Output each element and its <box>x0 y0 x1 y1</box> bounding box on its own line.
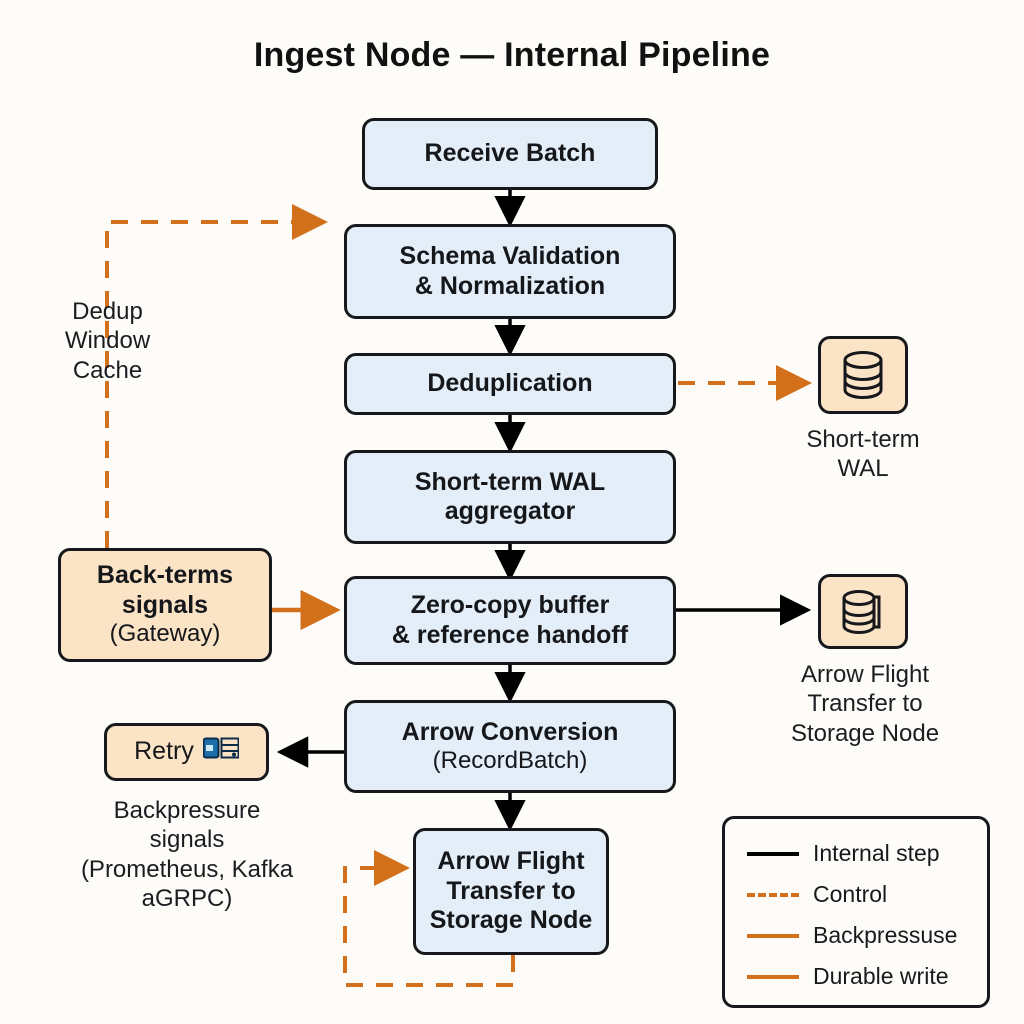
legend-label: Control <box>813 881 888 907</box>
database-stack-icon <box>842 589 881 634</box>
node-label: Schema Validation <box>399 242 621 270</box>
node-arrow-conversion[interactable]: Arrow Conversion (RecordBatch) <box>344 700 676 793</box>
legend-swatch-solid-black <box>747 851 799 856</box>
node-sublabel: (RecordBatch) <box>432 747 588 775</box>
edge-flight-retry-loop <box>343 850 515 987</box>
card-list-icon <box>202 737 240 767</box>
node-arrow-flight-transfer[interactable]: Arrow Flight Transfer to Storage Node <box>413 828 609 955</box>
node-label: Back-terms <box>96 561 234 590</box>
legend-swatch-dashed-orange <box>747 892 799 897</box>
node-sublabel: aggregator <box>444 497 576 525</box>
store-short-term-wal[interactable] <box>818 336 908 414</box>
node-label: Receive Batch <box>424 139 596 168</box>
legend-item-backpressure: Backpressuse <box>747 915 987 956</box>
node-back-terms-signals[interactable]: Back-terms signals (Gateway) <box>58 548 272 662</box>
node-label-2: signals <box>121 590 209 619</box>
caption-arrow-flight-storage: Arrow Flight Transfer to Storage Node <box>762 660 968 748</box>
node-receive-batch[interactable]: Receive Batch <box>362 118 658 190</box>
caption-line: Storage Node <box>790 719 940 747</box>
legend-swatch-solid-orange <box>747 933 799 938</box>
node-label: Arrow Conversion <box>401 717 619 746</box>
legend: Internal step Control Backpressuse Durab… <box>722 816 990 1008</box>
caption-line: (Prometheus, Kafka <box>80 855 294 883</box>
caption-line: signals <box>149 826 225 854</box>
node-schema-validation[interactable]: Schema Validation & Normalization <box>344 224 676 319</box>
node-sublabel: & Normalization <box>414 271 606 300</box>
legend-label: Durable write <box>813 963 949 989</box>
caption-line: Short-term <box>806 426 920 453</box>
caption-line: Cache <box>72 356 143 384</box>
legend-label: Internal step <box>813 840 940 866</box>
node-wal-aggregator[interactable]: Short-term WAL aggregator <box>344 450 676 544</box>
caption-line: Window <box>64 327 151 355</box>
store-arrow-flight-storage[interactable] <box>818 574 908 649</box>
caption-line: Transfer to <box>807 690 923 718</box>
caption-backpressure-signals: Backpressure signals (Prometheus, Kafka … <box>58 796 316 913</box>
node-label: Deduplication <box>427 369 593 398</box>
retry-label: Retry <box>134 737 194 766</box>
legend-item-durable-write: Durable write <box>747 956 987 997</box>
legend-swatch-solid-orange <box>747 974 799 979</box>
node-retry[interactable]: Retry <box>104 723 269 781</box>
legend-item-control: Control <box>747 874 987 915</box>
caption-short-term-wal: Short-term WAL <box>770 425 956 484</box>
page-title: Ingest Node — Internal Pipeline <box>253 36 771 74</box>
node-sublabel: & reference handoff <box>391 620 629 649</box>
node-deduplication[interactable]: Deduplication <box>344 353 676 415</box>
caption-line: aGRPC) <box>141 884 233 912</box>
node-label: Short-term WAL <box>414 467 606 496</box>
caption-line: Arrow Flight <box>800 661 930 688</box>
caption-line: WAL <box>837 455 889 483</box>
legend-item-internal-step: Internal step <box>747 833 987 874</box>
node-zero-copy-buffer[interactable]: Zero-copy buffer & reference handoff <box>344 576 676 665</box>
database-icon <box>843 351 883 399</box>
caption-dedup-window-cache: Dedup Window Cache <box>20 297 195 385</box>
node-sublabel: Transfer to Storage Node <box>429 876 593 935</box>
node-label: Arrow Flight <box>437 847 585 876</box>
caption-line: Backpressure <box>113 797 261 824</box>
legend-label: Backpressuse <box>813 922 958 948</box>
node-label: Zero-copy buffer <box>410 591 610 619</box>
caption-line: Dedup <box>72 298 143 325</box>
node-sublabel: (Gateway) <box>109 620 221 648</box>
edge-control-dedup-cache <box>105 204 328 548</box>
